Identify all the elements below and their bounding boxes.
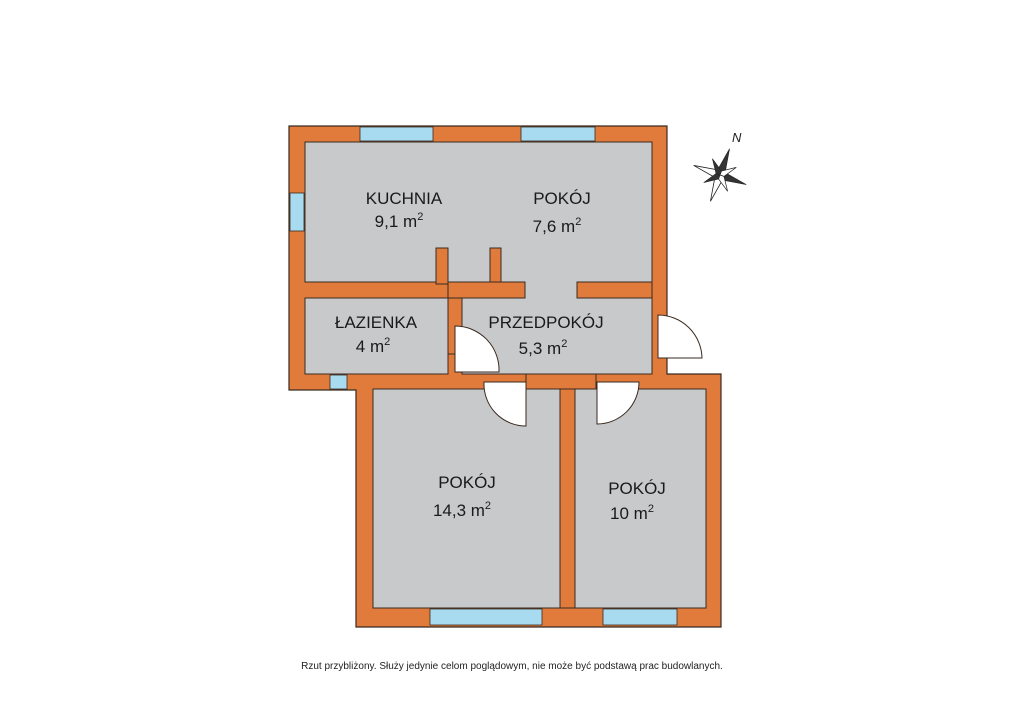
window-top-left [359,126,434,142]
label-pokoj-big-area: 14,3 m2 [433,500,491,520]
door-right-room [596,381,640,425]
label-kuchnia-area: 9,1 m2 [375,211,424,231]
wall-hall-top-left [447,281,526,299]
label-pokoj-top-area: 7,6 m2 [533,216,582,236]
compass-north-label: N [732,130,742,145]
disclaimer-text: Rzut przybliżony. Służy jedynie celom po… [301,661,723,672]
window-bath [329,374,348,390]
floor-kuchnia-pokoj [304,141,653,283]
doors [454,314,703,427]
floors [304,141,707,609]
label-pokoj-top-name: POKÓJ [533,189,591,208]
wall-hall-bottom-mid [525,373,597,390]
label-pokoj-right-name: POKÓJ [608,479,666,498]
floor-pokoj-right [574,388,707,609]
label-przedpokoj-name: PRZEDPOKÓJ [488,313,603,332]
windows [289,126,678,626]
door-entrance [657,314,703,359]
window-bottom-right [602,608,678,626]
window-bottom-left [429,608,543,626]
floor-lazienka [304,297,449,375]
label-kuchnia-name: KUCHNIA [366,189,443,208]
compass-rose-icon [693,148,747,202]
wall-hall-top-right [576,281,653,299]
window-left [289,192,305,232]
floor-passage [525,280,577,300]
wall-rooms-divider [559,388,576,609]
room-labels: KUCHNIA 9,1 m2 POKÓJ 7,6 m2 ŁAZIENKA 4 m… [335,189,666,523]
stub-left [435,247,449,285]
label-lazienka-name: ŁAZIENKA [335,313,418,332]
partition-stubs [435,247,653,609]
label-przedpokoj-area: 5,3 m2 [519,338,568,358]
label-pokoj-big-name: POKÓJ [438,473,496,492]
label-lazienka-area: 4 m2 [356,336,390,356]
floor-pokoj-big [372,388,561,609]
door-big-room [483,381,527,427]
window-top-right [520,126,596,142]
door-bathroom [454,325,500,373]
stub-right [489,247,502,285]
label-pokoj-right-area: 10 m2 [610,503,654,523]
